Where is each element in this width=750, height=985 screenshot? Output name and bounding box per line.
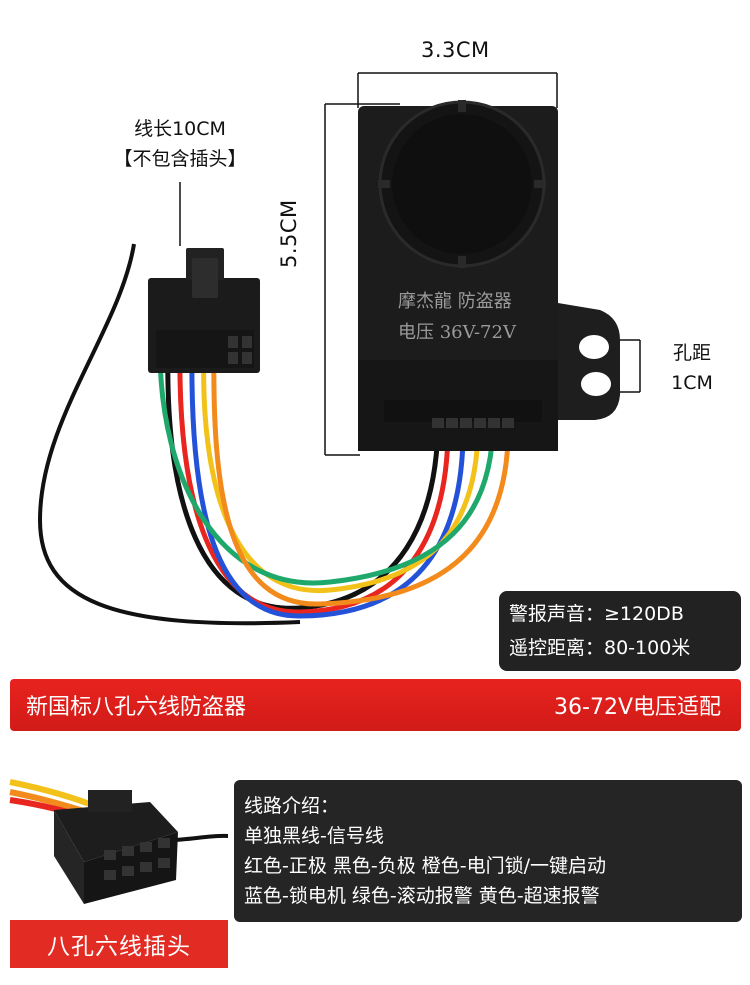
hole-distance-label: 孔距 1CM <box>652 338 732 398</box>
remote-range-spec: 遥控距离：80-100米 <box>509 637 691 659</box>
banner-right-text: 36-72V电压适配 <box>554 695 721 720</box>
mount-hole-top <box>579 335 609 359</box>
plug-banner: 八孔六线插头 <box>10 920 228 968</box>
banner-left-text: 新国标八孔六线防盗器 <box>26 695 247 720</box>
wiring-intro-line2: 红色-正极 黑色-负极 橙色-电门锁/一键启动 <box>244 855 607 877</box>
width-label: 3.3CM <box>421 38 490 62</box>
cable-length-line2: 【不包含插头】 <box>113 148 247 170</box>
wiring-intro-box: 线路介绍： 单独黑线-信号线 红色-正极 黑色-负极 橙色-电门锁/一键启动 蓝… <box>234 780 742 922</box>
signal-wire <box>37 243 301 626</box>
cable-length-label: 线长10CM 【不包含插头】 <box>100 114 260 174</box>
height-dimension-line <box>324 103 400 456</box>
wiring-intro-line1: 单独黑线-信号线 <box>244 825 384 847</box>
cable-length-line1: 线长10CM <box>134 118 226 140</box>
plug-closeup <box>9 779 229 904</box>
spec-box: 警报声音：≥120DB 遥控距离：80-100米 <box>499 591 741 671</box>
mount-hole-bottom <box>581 372 611 396</box>
hole-label-line2: 1CM <box>671 372 713 394</box>
width-dimension-line <box>357 72 558 108</box>
hole-label-line1: 孔距 <box>672 342 711 364</box>
wiring-intro-line3: 蓝色-锁电机 绿色-滚动报警 黄色-超速报警 <box>244 885 600 907</box>
height-label: 5.5CM <box>277 199 301 268</box>
alarm-device <box>358 100 558 451</box>
product-banner: 新国标八孔六线防盗器 36-72V电压适配 <box>10 679 741 731</box>
wire-bundle <box>157 349 511 619</box>
alarm-sound-spec: 警报声音：≥120DB <box>509 603 684 625</box>
device-print-line2: 电压 36V-72V <box>398 322 516 343</box>
wiring-intro-title: 线路介绍： <box>244 795 340 817</box>
mounting-tab <box>540 300 620 420</box>
plug-connector <box>148 248 260 373</box>
device-print-line1: 摩杰龍 防盗器 <box>398 291 512 312</box>
